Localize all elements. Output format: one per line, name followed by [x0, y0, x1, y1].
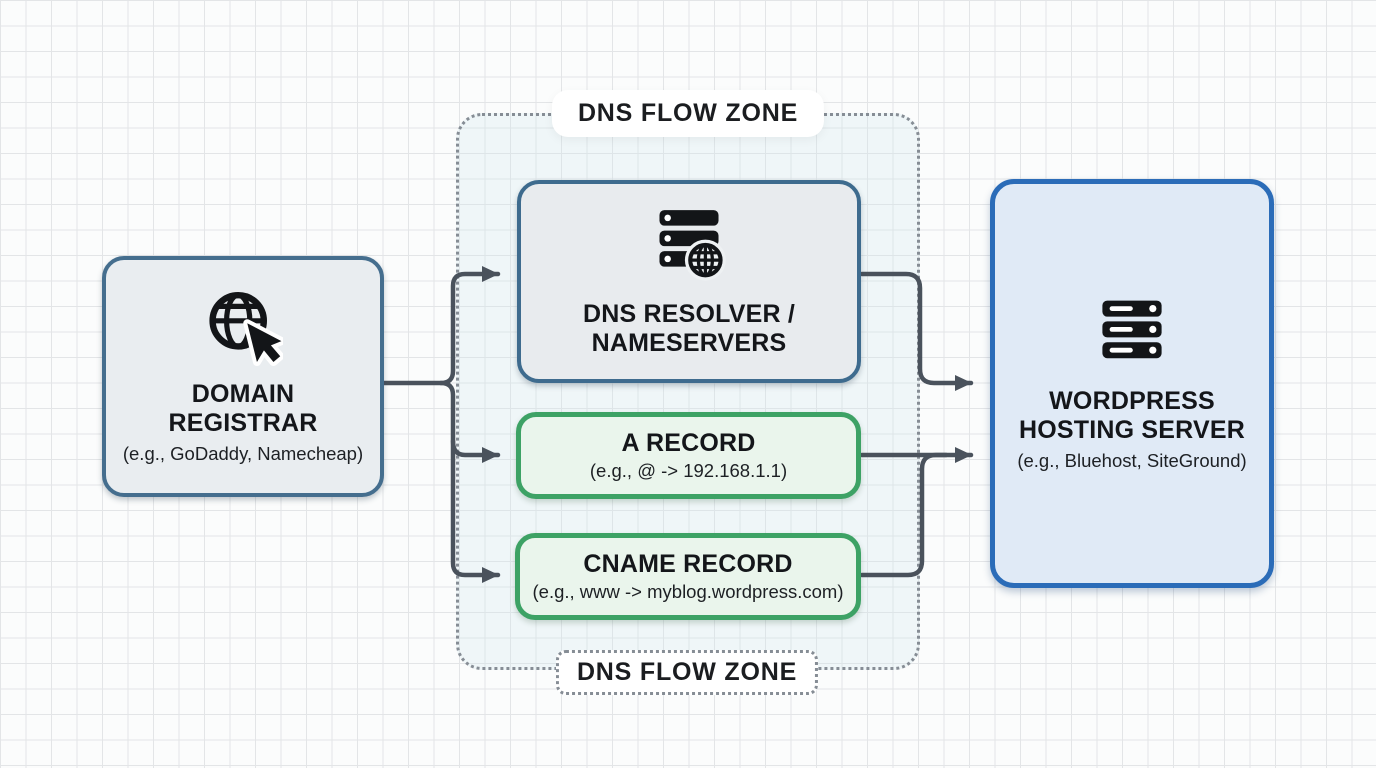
- arrow-resolver-to-wordpress: [859, 271, 974, 391]
- node-a-record: A RECORD (e.g., @ -> 192.168.1.1): [516, 412, 861, 499]
- arrow-registrar-to-cname: [438, 380, 501, 583]
- globe-cursor-icon: [209, 292, 283, 367]
- node-title: WORDPRESS HOSTING SERVER: [1019, 387, 1245, 444]
- server-globe-icon: [659, 209, 726, 281]
- node-title: A RECORD: [621, 429, 756, 457]
- node-domain-registrar: DOMAIN REGISTRAR (e.g., GoDaddy, Nameche…: [102, 256, 384, 497]
- dns-flow-zone-label-bottom: DNS FLOW ZONE: [555, 650, 819, 695]
- server-stack-icon: [1102, 300, 1162, 359]
- node-wordpress-hosting: WORDPRESS HOSTING SERVER (e.g., Bluehost…: [990, 179, 1274, 588]
- node-cname-record: CNAME RECORD (e.g., www -> myblog.wordpr…: [515, 533, 861, 620]
- arrow-cname-merge: [859, 452, 949, 578]
- node-title: CNAME RECORD: [583, 550, 793, 578]
- node-title: DNS RESOLVER / NAMESERVERS: [582, 299, 796, 357]
- node-subtitle: (e.g., GoDaddy, Namecheap): [122, 443, 364, 464]
- node-subtitle: (e.g., Bluehost, SiteGround): [1017, 450, 1247, 471]
- arrow-registrar-to-resolver: [381, 266, 501, 386]
- node-subtitle: (e.g., @ -> 192.168.1.1): [589, 460, 788, 481]
- arrow-registrar-to-a-record: [450, 438, 501, 463]
- dns-flow-zone-label-top: DNS FLOW ZONE: [551, 90, 825, 137]
- node-title: DOMAIN REGISTRAR: [168, 380, 318, 437]
- node-dns-resolver: DNS RESOLVER / NAMESERVERS: [517, 180, 861, 383]
- node-subtitle: (e.g., www -> myblog.wordpress.com): [532, 581, 844, 602]
